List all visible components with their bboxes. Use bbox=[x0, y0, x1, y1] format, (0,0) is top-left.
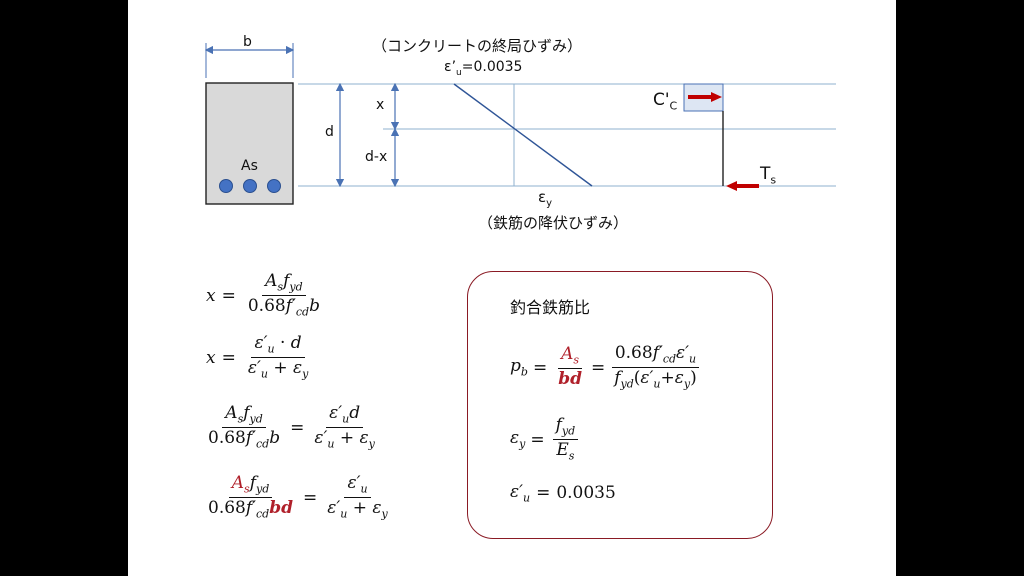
balanced-ratio-title: 釣合鉄筋比 bbox=[510, 298, 591, 317]
equation-combined: Asfyd 0.68f′cdb = ε′ud ε′u + εy bbox=[208, 403, 375, 451]
concrete-ultimate-strain-label: （コンクリートの終局ひずみ） bbox=[372, 37, 583, 55]
depth-label: d bbox=[325, 124, 334, 140]
steel-area-label: As bbox=[241, 158, 258, 174]
tension-arrow-head bbox=[726, 181, 737, 191]
balanced-ratio-box bbox=[467, 271, 773, 539]
width-label: b bbox=[243, 34, 252, 50]
equation-x-strain: x= ε′u · d ε′u + εy bbox=[206, 333, 309, 381]
slide: b As d x d-x （コンクリートの終局ひずみ） ε’u=0.0035 ε… bbox=[128, 0, 896, 576]
eps-y-formula: εy= fyd Es bbox=[510, 415, 581, 463]
eps-y-label: εy bbox=[538, 188, 553, 209]
strain-diagram bbox=[204, 43, 836, 205]
x-label: x bbox=[376, 97, 385, 113]
strain-profile-line bbox=[453, 83, 593, 187]
equation-x-force: x= Asfyd 0.68f′cdb bbox=[206, 271, 320, 319]
compression-force-label: C'C bbox=[653, 90, 678, 113]
rebar-3 bbox=[267, 179, 281, 193]
rebar-yield-strain-label: （鉄筋の降伏ひずみ） bbox=[478, 214, 629, 232]
tension-force-label: Ts bbox=[760, 164, 777, 187]
pb-formula: pb= As bd = 0.68f′cdε′u fyd(ε′u+εy) bbox=[510, 343, 703, 391]
eps-u-value-label: ε’u=0.0035 bbox=[444, 59, 523, 78]
eps-u-formula: ε′u= 0.0035 bbox=[510, 482, 616, 505]
dx-label: d-x bbox=[365, 149, 388, 165]
equation-ratio: Asfyd 0.68f′cdbd = ε′u ε′u + εy bbox=[208, 473, 388, 521]
rebar-1 bbox=[219, 179, 233, 193]
rebar-2 bbox=[243, 179, 257, 193]
compression-arrow-head bbox=[711, 92, 722, 102]
